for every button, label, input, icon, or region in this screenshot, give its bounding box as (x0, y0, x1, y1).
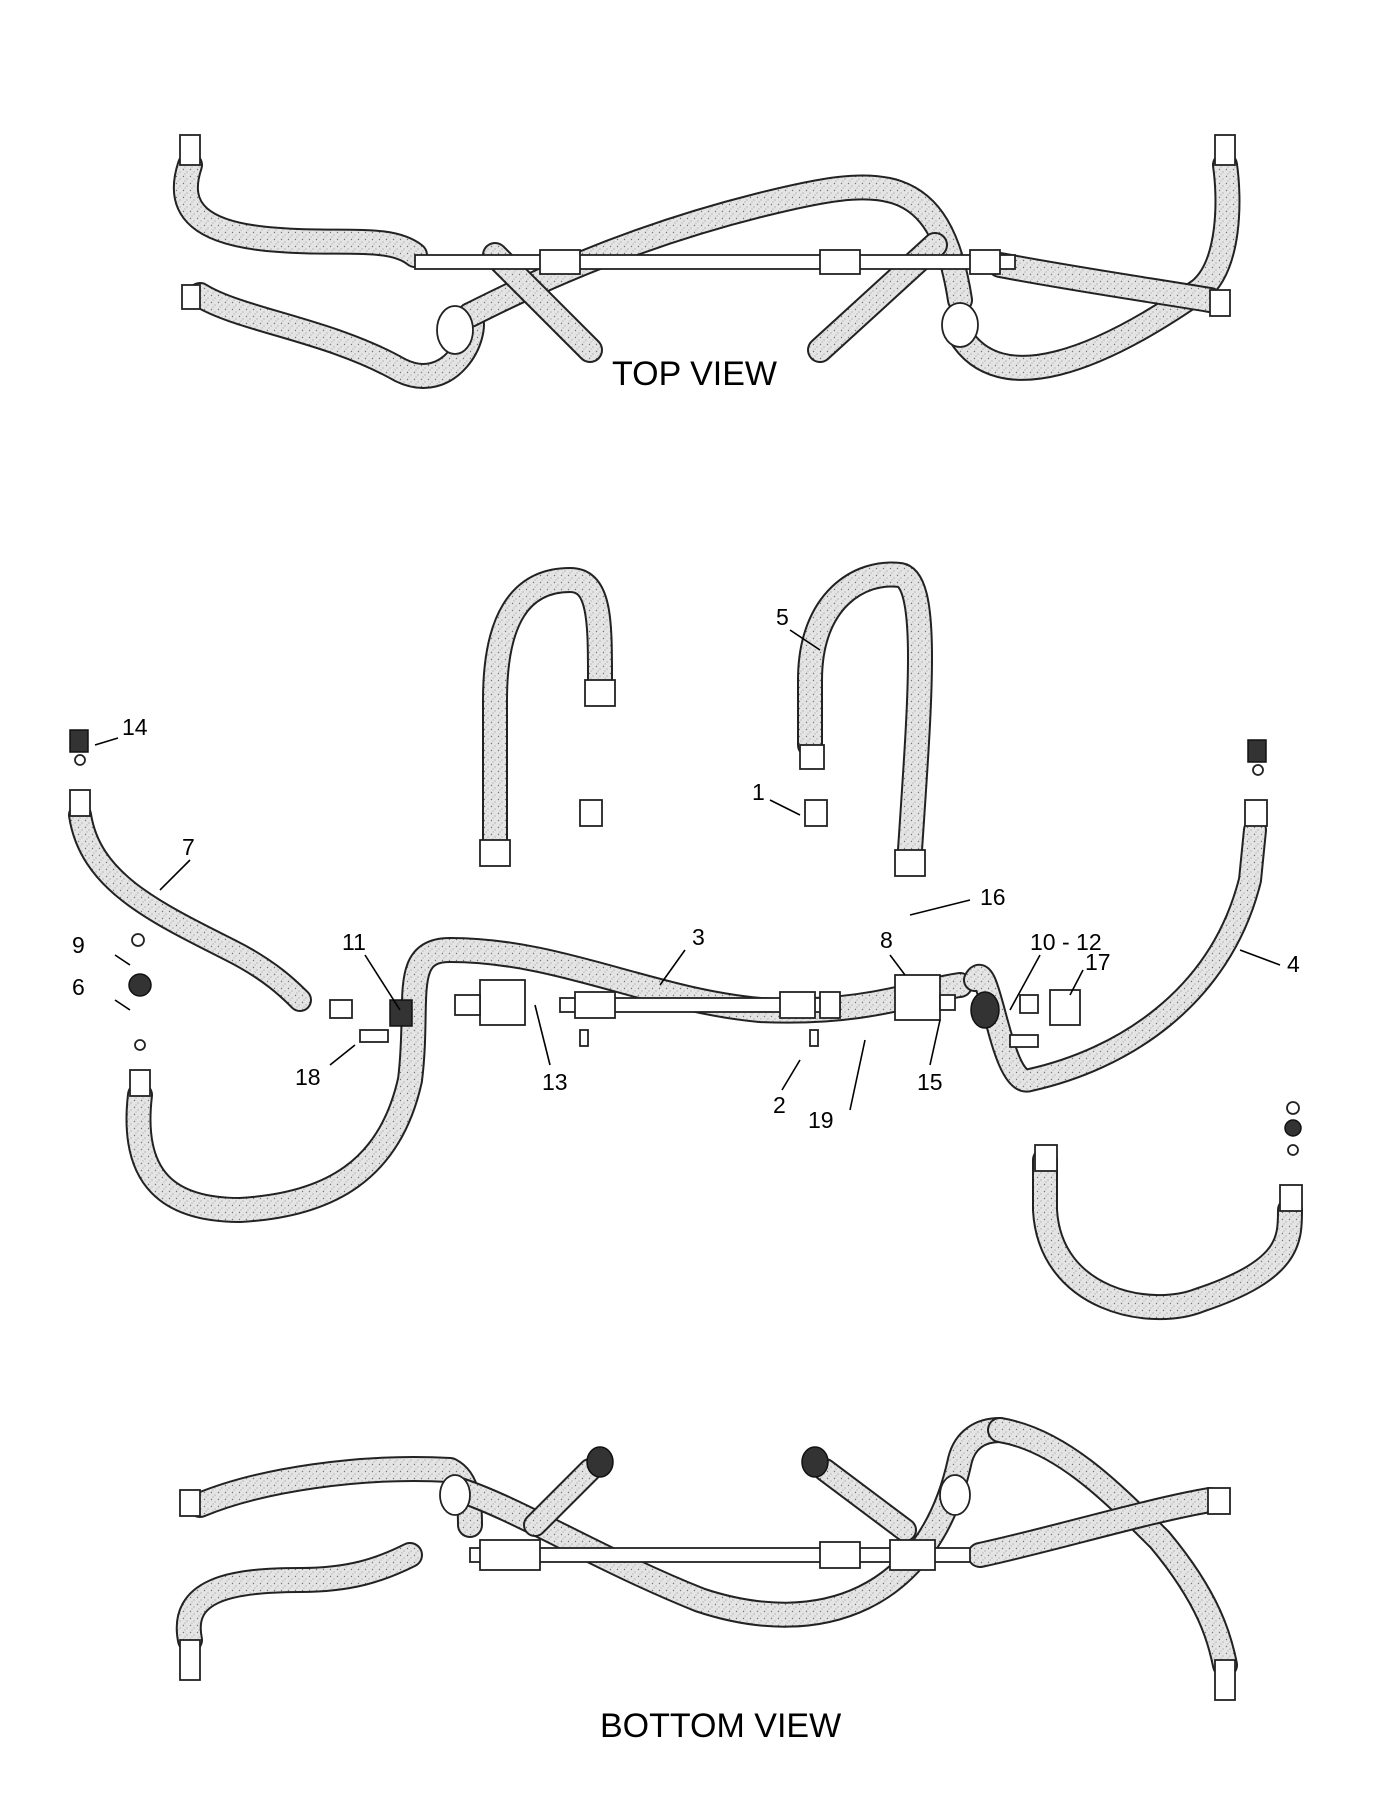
callout-11: 11 (342, 929, 366, 955)
callout-15: 15 (917, 1069, 943, 1095)
callout-10-12: 10 - 12 (1030, 929, 1102, 955)
callout-1: 1 (752, 779, 765, 805)
callout-6: 6 (72, 974, 85, 1000)
top-view: TOP VIEW (172, 134, 1241, 393)
callout-17: 17 (1085, 949, 1111, 975)
callout-3: 3 (692, 924, 705, 950)
callout-2: 2 (773, 1092, 786, 1118)
callout-8: 8 (880, 927, 893, 953)
top-view-title: TOP VIEW (612, 355, 777, 393)
exploded-hoses (68, 561, 1303, 1321)
callout-4: 4 (1287, 951, 1300, 977)
callout-16: 16 (980, 884, 1006, 910)
top-view-clamps (436, 302, 979, 355)
callout-13: 13 (542, 1069, 568, 1095)
bottom-view-hoses (175, 1417, 1238, 1678)
callout-19: 19 (808, 1107, 834, 1133)
callout-leaders (94, 629, 1281, 1111)
callout-9: 9 (72, 932, 85, 958)
exploded-fittings (69, 679, 1303, 1212)
bottom-view-fittings (179, 1446, 1236, 1701)
callout-5: 5 (776, 604, 789, 630)
top-view-tube-line (414, 249, 1016, 275)
top-view-hoses (172, 152, 1241, 389)
top-view-end-fittings (179, 134, 1236, 317)
bottom-view-title: BOTTOM VIEW (600, 1707, 841, 1745)
callout-18: 18 (295, 1064, 321, 1090)
bottom-view-tube-line (469, 1539, 971, 1571)
exploded-view: 1 2 3 4 5 6 7 8 9 10 - 12 11 13 14 15 16… (68, 561, 1303, 1321)
callout-labels: 1 2 3 4 5 6 7 8 9 10 - 12 11 13 14 15 16… (72, 604, 1300, 1133)
callout-7: 7 (182, 834, 195, 860)
bottom-view: BOTTOM VIEW (175, 1417, 1238, 1745)
exploded-small-parts (69, 729, 1302, 1156)
exploded-tube-line (559, 991, 841, 1019)
callout-14: 14 (122, 714, 148, 740)
